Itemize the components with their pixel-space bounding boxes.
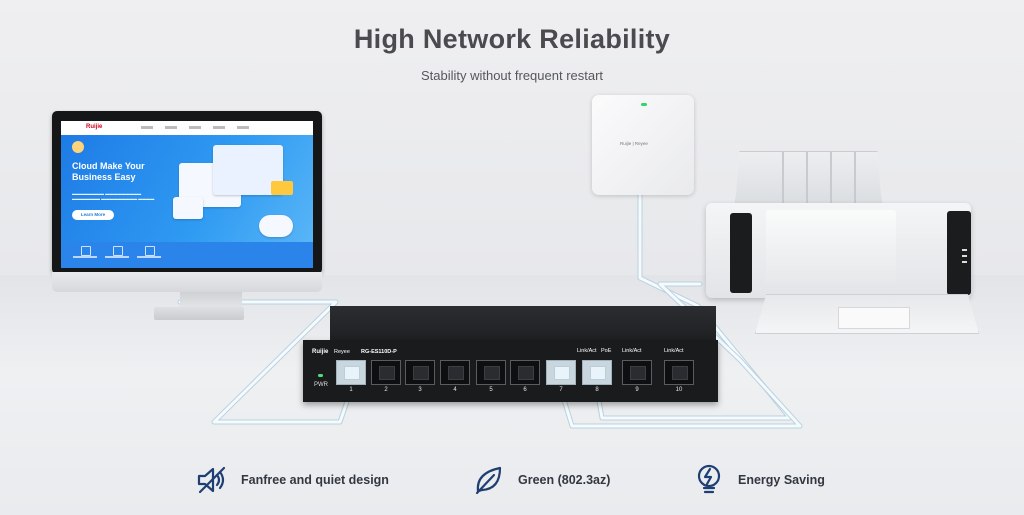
feature-icon [81, 246, 91, 256]
energy-bulb-icon [697, 464, 721, 494]
screen-navbar: Ruijie [61, 121, 313, 136]
switch-brand: Ruijie [312, 349, 329, 355]
ap-status-led [641, 103, 647, 106]
monitor-neck [180, 292, 242, 308]
power-led [318, 374, 323, 377]
port-group-label: Link/Act [664, 348, 684, 354]
feature-energy-saving: Energy Saving [692, 460, 825, 500]
screen-description: ▬▬▬▬▬▬▬▬ ▬▬▬▬▬▬▬▬▬ ▬▬▬▬▬▬▬ ▬▬▬▬▬▬▬▬▬ ▬▬▬… [72, 191, 155, 201]
port-number: 2 [384, 387, 388, 393]
port-number: 4 [453, 387, 457, 393]
feature-green: Green (802.3az) [472, 460, 610, 500]
feature-icon [113, 246, 123, 256]
feature-label: Green (802.3az) [518, 473, 611, 487]
screen-headline: Cloud Make Your Business Easy [72, 161, 145, 182]
illustration-cloud [259, 215, 293, 237]
ethernet-port [336, 360, 366, 385]
ethernet-port [622, 360, 652, 385]
mascot-icon [72, 141, 84, 153]
ethernet-port [476, 360, 506, 385]
monitor-chin [52, 272, 322, 292]
power-label: PWR [314, 382, 328, 388]
printer-paper [838, 307, 910, 329]
feature-text [137, 256, 161, 258]
port-number: 1 [349, 387, 353, 393]
feature-fanfree: Fanfree and quiet design [195, 460, 389, 500]
printer-front [766, 210, 896, 284]
port-number: 10 [675, 387, 683, 393]
monitor-screen: Ruijie Cloud Make Your Business Easy ▬▬▬… [61, 121, 313, 268]
port-number: 6 [523, 387, 527, 393]
illustration-chart [173, 197, 203, 219]
screen-footer [61, 242, 313, 268]
fanfree-icon [197, 466, 226, 494]
port-number: 7 [559, 387, 563, 393]
feature-text [105, 256, 129, 258]
switch-top [330, 306, 716, 340]
port-group-label: Link/Act [577, 348, 597, 354]
ethernet-port [405, 360, 435, 385]
feature-label: Fanfree and quiet design [241, 473, 389, 487]
port-group-label: PoE [601, 348, 612, 354]
access-point: Ruijie | Reyee [592, 95, 694, 195]
printer-tray-ribs [760, 152, 860, 204]
switch-model: RG-ES110D-P [361, 349, 397, 355]
feature-icon [145, 246, 155, 256]
port-number: 9 [635, 387, 639, 393]
screen-cta-button: Learn More [72, 210, 114, 220]
desktop-monitor: Ruijie Cloud Make Your Business Easy ▬▬▬… [52, 111, 322, 274]
printer-side-panel [730, 213, 752, 293]
printer-side-panel [947, 211, 971, 295]
folder-icon [271, 181, 293, 195]
port-number: 5 [489, 387, 493, 393]
ethernet-port [371, 360, 401, 385]
page-title: High Network Reliability [353, 24, 671, 54]
screen-hero [61, 135, 313, 242]
ethernet-port [510, 360, 540, 385]
ethernet-port [546, 360, 576, 385]
port-group-label: Link/Act [622, 348, 642, 354]
leaf-icon [475, 466, 502, 495]
page-subtitle: Stability without frequent restart [420, 68, 604, 83]
port-number: 3 [418, 387, 422, 393]
ap-logo: Ruijie | Reyee [620, 141, 648, 146]
feature-text [73, 256, 97, 258]
ethernet-port [440, 360, 470, 385]
switch-sub-brand: Reyee [334, 349, 350, 355]
screen-nav-links [141, 126, 261, 129]
ethernet-port [664, 360, 694, 385]
port-number: 8 [595, 387, 599, 393]
monitor-stand [154, 307, 244, 320]
ethernet-port [582, 360, 612, 385]
screen-brand-logo: Ruijie [86, 124, 103, 130]
feature-label: Energy Saving [738, 473, 825, 487]
